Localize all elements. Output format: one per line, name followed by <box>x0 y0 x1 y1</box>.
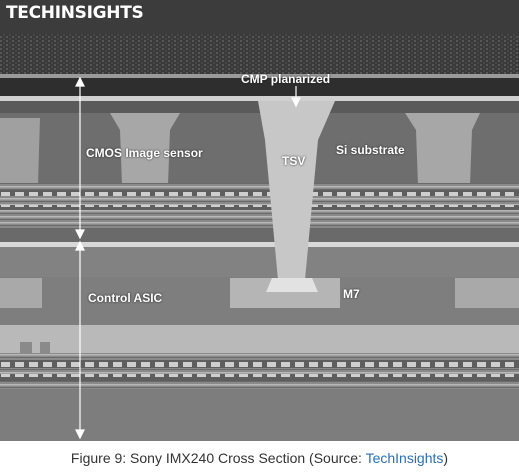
techinsights-watermark: TECHINSIGHTS <box>6 3 144 23</box>
caption-suffix: ) <box>443 450 449 466</box>
source-link[interactable]: TechInsights <box>365 450 444 466</box>
label-tsv: TSV <box>282 154 306 168</box>
label-m7: M7 <box>343 287 360 301</box>
caption-text: Figure 9: Sony IMX240 Cross Section (Sou… <box>70 450 366 466</box>
cross-section-image: TECHINSIGHTS CMP planarized CMOS Image s… <box>0 0 519 441</box>
sem-micrograph <box>0 0 519 441</box>
label-si-substrate: Si substrate <box>336 143 405 157</box>
figure-caption: Figure 9: Sony IMX240 Cross Section (Sou… <box>0 450 519 466</box>
label-control-asic: Control ASIC <box>88 291 163 305</box>
label-cmos-image-sensor: CMOS Image sensor <box>86 146 203 160</box>
label-cmp-planarized: CMP planarized <box>241 72 331 86</box>
